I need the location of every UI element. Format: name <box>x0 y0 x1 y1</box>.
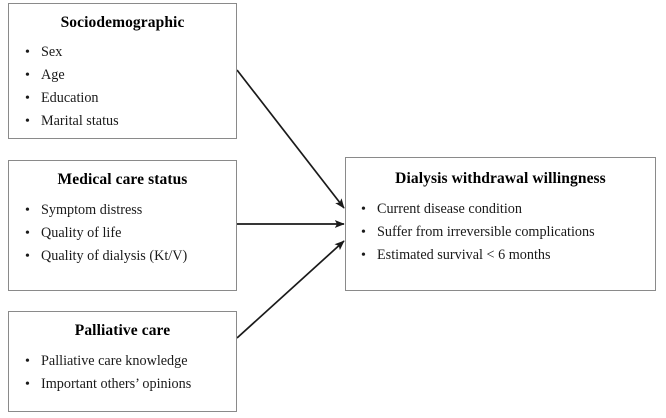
list-item-label: Quality of dialysis (Kt/V) <box>41 247 188 264</box>
list-item: • Important others’ opinions <box>25 373 236 396</box>
node-medical-care-status: Medical care status • Symptom distress •… <box>8 160 237 291</box>
list-item-label: Age <box>41 66 65 83</box>
list-item: • Estimated survival < 6 months <box>361 244 655 267</box>
list-item-label: Symptom distress <box>41 201 143 218</box>
node-list-palliative-care: • Palliative care knowledge • Important … <box>9 350 236 396</box>
list-item: • Quality of dialysis (Kt/V) <box>25 245 236 268</box>
list-item: • Suffer from irreversible complications <box>361 221 655 244</box>
node-title-palliative-care: Palliative care <box>74 322 171 339</box>
list-item-label: Suffer from irreversible complications <box>377 223 595 240</box>
bullet-icon: • <box>25 248 30 264</box>
node-title-medical-care-status: Medical care status <box>57 171 188 188</box>
node-palliative-care: Palliative care • Palliative care knowle… <box>8 311 237 412</box>
node-dialysis-withdrawal-willingness: Dialysis withdrawal willingness • Curren… <box>345 157 656 291</box>
bullet-icon: • <box>25 67 30 83</box>
arrow-sociodemographic-to-outcome <box>236 69 345 209</box>
bullet-icon: • <box>25 113 30 129</box>
bullet-icon: • <box>361 247 366 263</box>
list-item-label: Quality of life <box>41 224 122 241</box>
list-item-label: Estimated survival < 6 months <box>377 246 551 263</box>
list-item-label: Sex <box>41 43 63 60</box>
node-title-dialysis-withdrawal-willingness: Dialysis withdrawal willingness <box>395 170 606 187</box>
list-item: • Age <box>25 64 236 87</box>
list-item-label: Important others’ opinions <box>41 375 192 392</box>
node-list-dialysis-withdrawal-willingness: • Current disease condition • Suffer fro… <box>346 198 655 267</box>
list-item: • Current disease condition <box>361 198 655 221</box>
list-item-label: Current disease condition <box>377 200 522 217</box>
list-item: • Symptom distress <box>25 199 236 222</box>
node-title-sociodemographic: Sociodemographic <box>60 14 185 31</box>
list-item-label: Education <box>41 89 99 106</box>
list-item: • Palliative care knowledge <box>25 350 236 373</box>
bullet-icon: • <box>25 376 30 392</box>
bullet-icon: • <box>25 353 30 369</box>
node-sociodemographic: Sociodemographic • Sex • Age • Education… <box>8 3 237 139</box>
list-item: • Sex <box>25 41 236 64</box>
list-item-label: Marital status <box>41 112 119 129</box>
bullet-icon: • <box>361 201 366 217</box>
node-list-medical-care-status: • Symptom distress • Quality of life • Q… <box>9 199 236 268</box>
bullet-icon: • <box>25 44 30 60</box>
arrow-palliative-to-outcome <box>236 240 345 339</box>
list-item-label: Palliative care knowledge <box>41 352 188 369</box>
bullet-icon: • <box>25 202 30 218</box>
list-item: • Education <box>25 87 236 110</box>
bullet-icon: • <box>361 224 366 240</box>
bullet-icon: • <box>25 225 30 241</box>
node-list-sociodemographic: • Sex • Age • Education • Marital status <box>9 41 236 133</box>
bullet-icon: • <box>25 90 30 106</box>
list-item: • Quality of life <box>25 222 236 245</box>
list-item: • Marital status <box>25 110 236 133</box>
